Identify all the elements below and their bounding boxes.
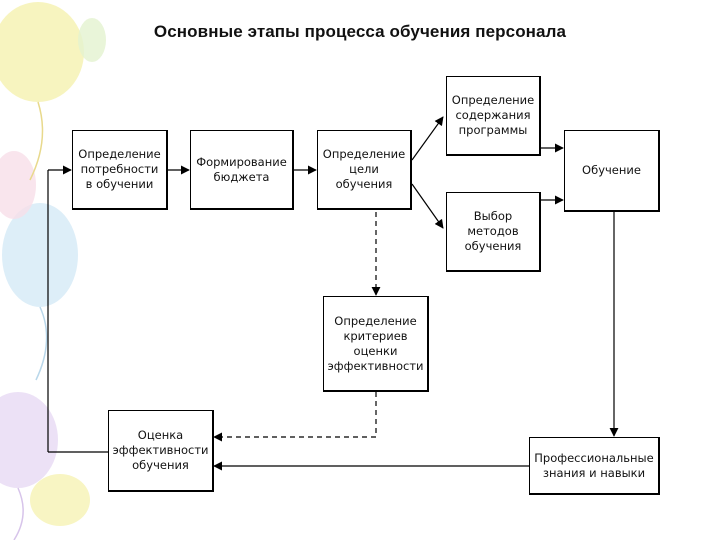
box-criteria: Определение критериев оценки эффективнос… xyxy=(323,296,429,392)
balloon-pink-left xyxy=(0,151,36,219)
arrow-goals-to-content xyxy=(411,116,444,161)
balloon-violet-bottom xyxy=(0,392,58,488)
balloon-yellow-bottom xyxy=(30,474,90,526)
box-content: Определение содержания программы xyxy=(446,76,541,156)
box-evaluation: Оценка эффективности обучения xyxy=(108,410,214,492)
balloon-blue-left xyxy=(2,203,78,307)
balloon-string-2 xyxy=(35,306,48,381)
balloon-yellow-top xyxy=(0,2,84,102)
box-needs: Определение потребности в обучении xyxy=(72,130,168,210)
box-budget: Формирование бюджета xyxy=(190,130,294,210)
balloon-green-top xyxy=(78,18,106,62)
arrow-goals-to-methods xyxy=(411,183,444,229)
box-skills: Профессиональные знания и навыки xyxy=(529,437,660,495)
box-goals: Определение цели обучения xyxy=(317,130,412,210)
dashed-arrow-criteria-to-evaluation xyxy=(213,392,377,442)
box-methods: Выбор методов обучения xyxy=(446,192,541,272)
balloon-string-1 xyxy=(29,101,44,181)
page-title: Основные этапы процесса обучения персона… xyxy=(153,22,567,41)
box-training: Обучение xyxy=(564,130,660,212)
balloon-string-3 xyxy=(13,487,24,540)
